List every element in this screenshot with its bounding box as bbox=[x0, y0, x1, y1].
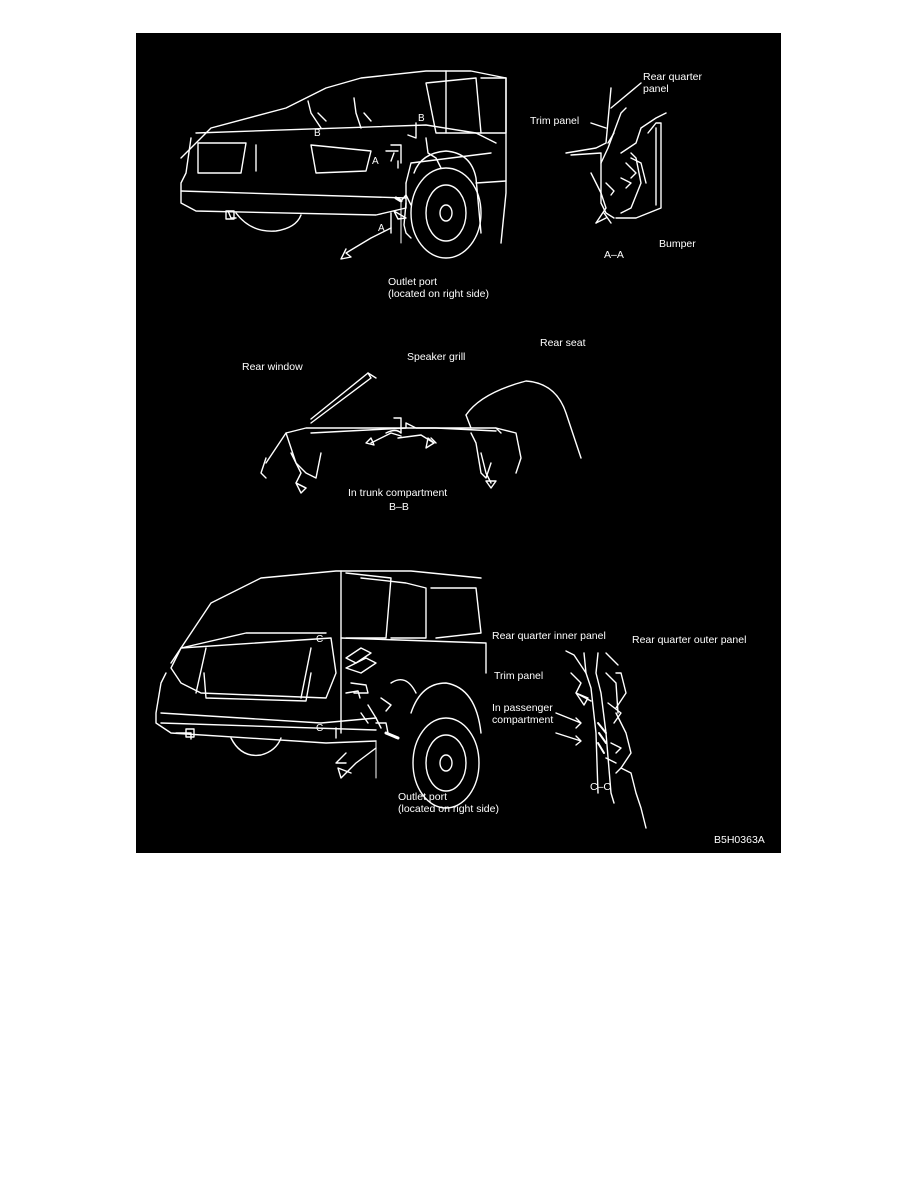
label-rear-quarter-panel: Rear quarter panel bbox=[643, 71, 702, 95]
label-trim-panel-aa: Trim panel bbox=[530, 115, 580, 127]
label-trim-panel-cc: Trim panel bbox=[494, 670, 544, 682]
marker-c-bottom: C bbox=[316, 723, 324, 734]
label-rear-window: Rear window bbox=[242, 361, 303, 373]
marker-b-right: B bbox=[418, 113, 425, 124]
label-section-aa: A–A bbox=[604, 249, 624, 261]
label-rear-quarter-outer-panel: Rear quarter outer panel bbox=[632, 634, 747, 646]
figure-code: B5H0363A bbox=[714, 834, 765, 846]
label-section-bb: B–B bbox=[389, 501, 409, 513]
marker-b-left: B bbox=[314, 128, 321, 139]
marker-a-bottom: A bbox=[378, 223, 385, 234]
label-speaker-grill: Speaker grill bbox=[407, 351, 466, 363]
label-outlet-port-wagon: Outlet port (located on right side) bbox=[398, 791, 499, 815]
marker-a-top: A bbox=[372, 156, 379, 167]
wagon-illustration bbox=[155, 570, 487, 809]
label-bumper: Bumper bbox=[659, 238, 696, 250]
marker-c-top: C bbox=[316, 634, 324, 645]
sedan-illustration bbox=[180, 70, 507, 260]
section-cc-drawing bbox=[555, 650, 647, 829]
diagram-drawing bbox=[155, 70, 667, 829]
label-in-passenger-compartment: In passenger compartment bbox=[492, 702, 554, 726]
label-rear-quarter-inner-panel: Rear quarter inner panel bbox=[492, 630, 606, 642]
section-bb-drawing bbox=[260, 372, 582, 494]
label-outlet-port-sedan: Outlet port (located on right side) bbox=[388, 276, 489, 300]
diagram-panel: Rear quarter panel Trim panel Bumper A–A… bbox=[136, 33, 781, 853]
label-section-cc: C–C bbox=[590, 781, 612, 793]
label-rear-seat: Rear seat bbox=[540, 337, 586, 349]
section-aa-drawing bbox=[565, 82, 667, 224]
label-in-trunk-compartment: In trunk compartment bbox=[348, 487, 448, 499]
